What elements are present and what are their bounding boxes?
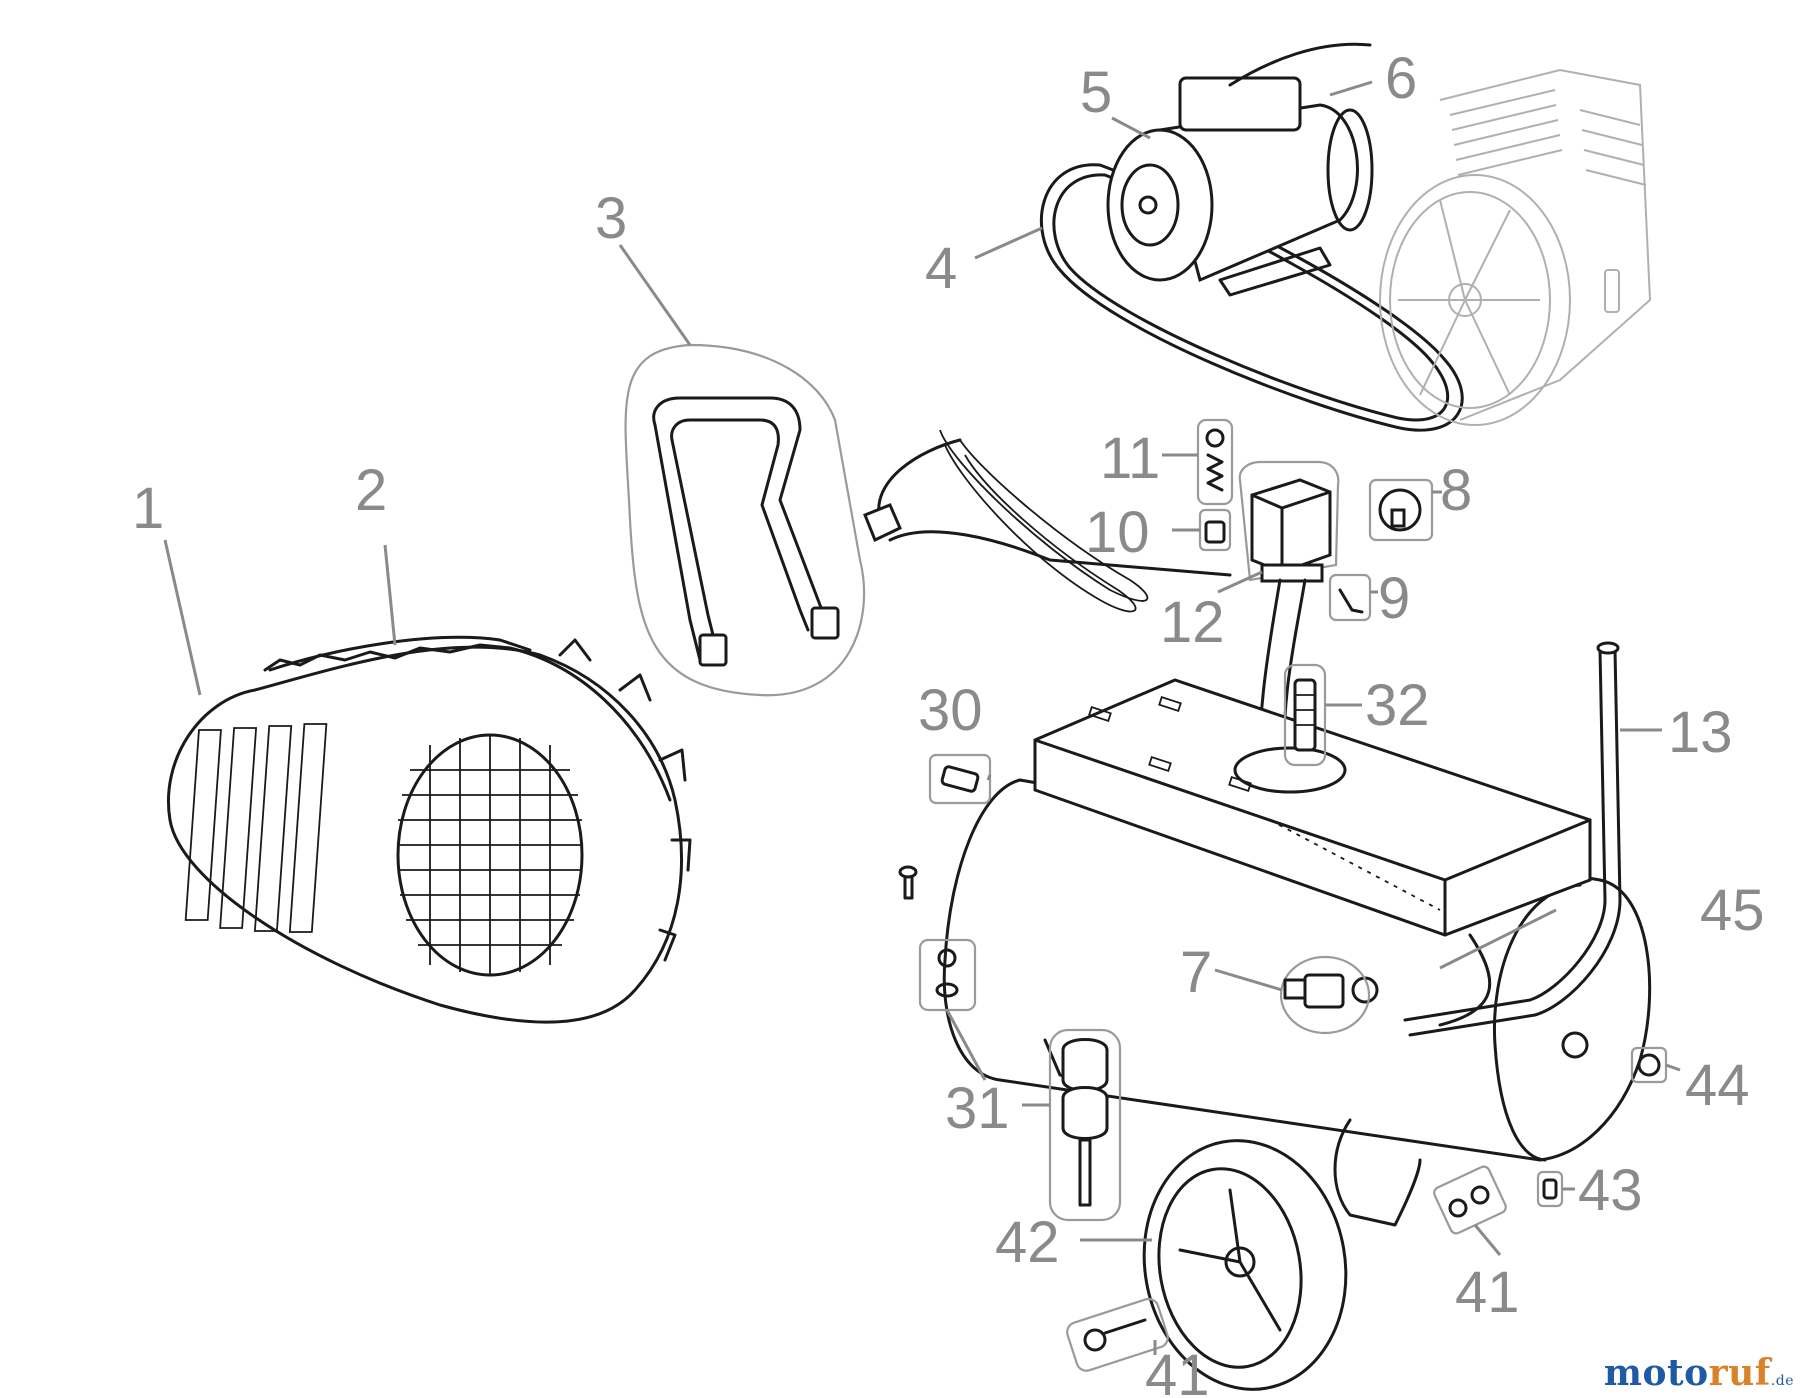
callout-12: 12 [1160,590,1225,655]
delivery-pipe [1403,641,1622,1037]
screw-loose [898,865,918,900]
wheel-42 [1142,1139,1348,1391]
site-watermark: motoruf.de [1604,1352,1794,1394]
compressor-pump [1379,68,1652,426]
small-fitting-10 [1198,508,1232,552]
callout-3: 3 [595,186,627,251]
callout-11: 11 [1100,426,1160,491]
callout-44: 44 [1685,1053,1750,1118]
watermark-tld: .de [1770,1373,1794,1389]
callout-45: 45 [1700,878,1765,943]
callout-42: 42 [995,1210,1060,1275]
callout-31: 31 [945,1076,1010,1141]
callout-2: 2 [355,458,387,523]
callout-7: 7 [1180,940,1212,1005]
watermark-part-b: ruf [1708,1352,1771,1394]
check-valve-32 [1283,663,1327,767]
power-cable [863,429,1232,613]
spring-fitting-11 [1196,418,1234,506]
callout-13: 13 [1668,700,1733,765]
fitting-30 [928,753,992,805]
callout-labels: 1 2 3 4 5 6 7 8 9 10 11 12 13 30 31 32 4… [132,46,1765,1398]
callout-30: 30 [918,678,983,743]
callout-5: 5 [1080,60,1112,125]
callout-10: 10 [1085,500,1150,565]
callout-6: 6 [1385,46,1417,111]
handle-detail [624,343,866,697]
callout-4: 4 [925,236,957,301]
callout-43: 43 [1578,1158,1643,1223]
callout-1: 1 [132,476,164,541]
callout-8: 8 [1440,458,1472,523]
elbow-fitting [1328,573,1372,622]
callout-41-bolt: 41 [1145,1343,1210,1398]
axle-bolt-41 [1066,1297,1169,1372]
belt-guard-cover [167,635,692,1024]
plug-43 [1536,1170,1564,1208]
valve-7 [1279,955,1371,1035]
watermark-part-a: moto [1603,1352,1709,1394]
motor-and-belt [1039,42,1464,432]
nut-41 [1433,1165,1507,1235]
gauge-part [1368,478,1434,542]
callout-32: 32 [1365,673,1430,738]
rubber-feet-31 [918,938,1122,1222]
leader-lines [163,80,1681,1355]
callout-41-nut: 41 [1455,1260,1520,1325]
callout-9: 9 [1378,566,1410,631]
